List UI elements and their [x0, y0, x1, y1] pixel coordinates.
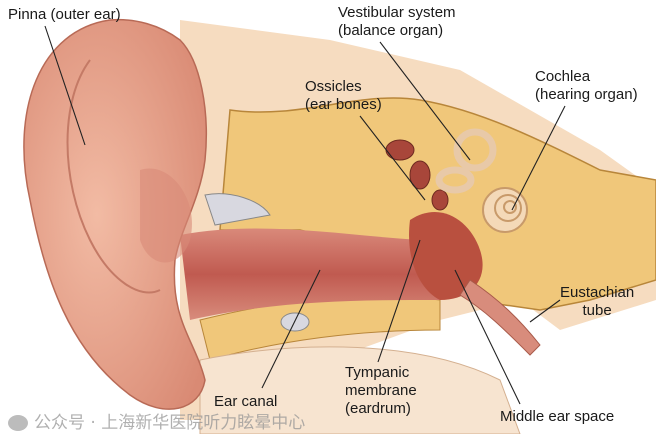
label-vestibular: Vestibular system (balance organ)	[338, 4, 456, 40]
pinna-fold	[66, 59, 161, 294]
lower-soft-tissue	[199, 346, 521, 434]
eustachian-tube	[459, 279, 541, 356]
label-tympanic: Tympanic membrane (eardrum)	[345, 364, 417, 418]
label-tympanic-line1: Tympanic	[345, 364, 410, 381]
label-ossicles-line1: Ossicles	[305, 78, 362, 95]
wechat-icon	[8, 415, 28, 431]
leader-lines	[44, 25, 566, 405]
label-tympanic-line3: (eardrum)	[345, 400, 411, 417]
label-ossicles-line2: (ear bones)	[305, 96, 382, 113]
label-eustachian: Eustachian tube	[560, 284, 634, 320]
label-eustachian-line2: tube	[582, 302, 612, 319]
concha	[140, 168, 192, 263]
label-middle-ear: Middle ear space	[500, 408, 615, 425]
label-vestibular-line2: (balance organ)	[338, 22, 444, 39]
watermark: 公众号 · 上海新华医院听力眩晕中心	[8, 414, 305, 433]
ossicles	[385, 139, 449, 211]
label-ear-canal: Ear canal	[214, 393, 278, 410]
label-tympanic-line2: membrane	[345, 382, 417, 399]
label-cochlea-line2: (hearing organ)	[535, 86, 638, 103]
cochlea	[482, 187, 528, 233]
middle-ear-space	[409, 211, 483, 300]
vestibular-canals	[435, 128, 497, 194]
watermark-text: 公众号 · 上海新华医院听力眩晕中心	[34, 413, 306, 433]
label-cochlea: Cochlea (hearing organ)	[535, 68, 638, 104]
label-ossicles: Ossicles (ear bones)	[305, 78, 382, 114]
label-cochlea-line1: Cochlea	[535, 68, 591, 85]
label-vestibular-line1: Vestibular system	[338, 4, 456, 21]
label-eustachian-line1: Eustachian	[560, 284, 635, 301]
cartilage-upper	[204, 193, 271, 226]
ear-canal	[180, 228, 440, 320]
label-pinna: Pinna (outer ear)	[8, 6, 121, 23]
